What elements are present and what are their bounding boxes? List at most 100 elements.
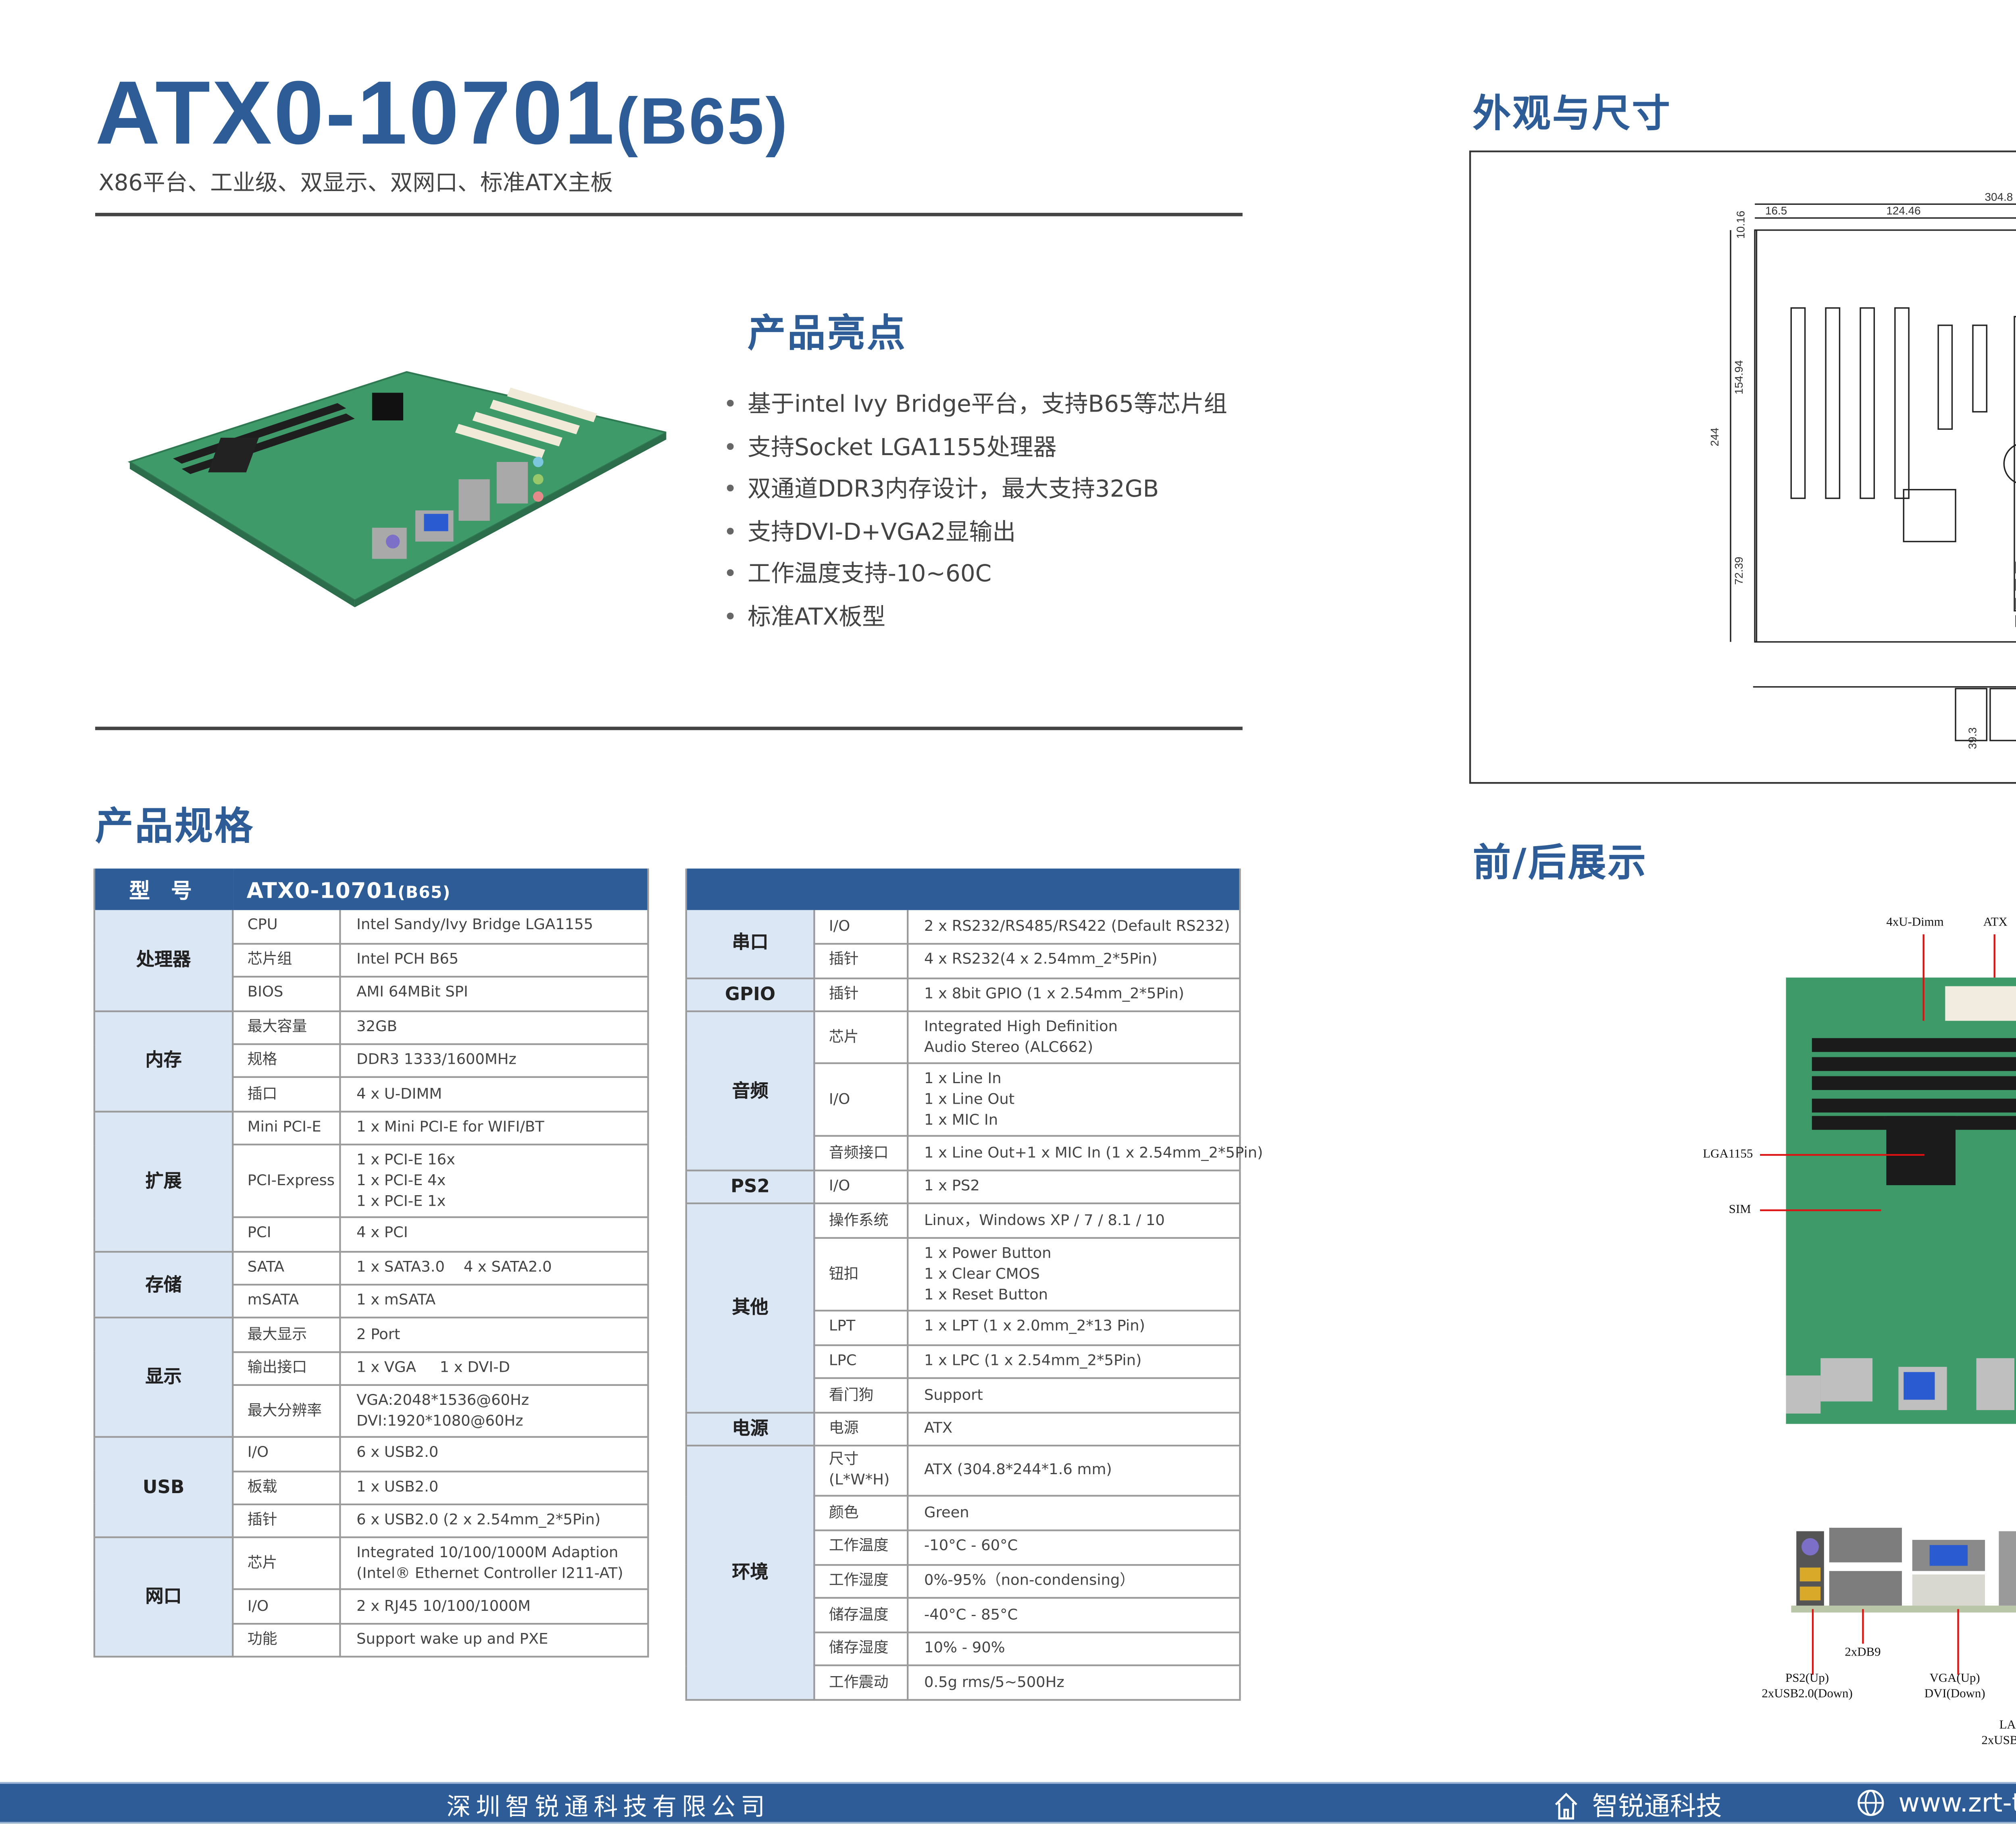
spec-key: 尺寸(L*W*H) xyxy=(814,1446,909,1498)
dimensions-title: 外观与尺寸 xyxy=(1472,93,1672,137)
spec-category: 内存 xyxy=(94,1011,234,1113)
callout-line-atx xyxy=(1993,934,1995,978)
specs-title: 产品规格 xyxy=(95,806,255,850)
footer-website[interactable]: www.zrt-tech.com xyxy=(1857,1787,2016,1818)
highlight-item: 支持Socket LGA1155处理器 xyxy=(723,426,1227,469)
spec-key: 储存温度 xyxy=(814,1598,909,1633)
dim-top-offset: 10.16 xyxy=(1734,211,1747,239)
callout-udimm: 4xU-Dimm xyxy=(1886,915,1944,929)
spec-row: 工作温度-10°C - 60°C xyxy=(686,1530,1240,1565)
spec-key: 储存湿度 xyxy=(814,1632,909,1667)
dim-total-width: 304.8 xyxy=(1985,191,2013,203)
header-divider xyxy=(95,212,1243,216)
spec-category: USB xyxy=(94,1437,234,1539)
spec-key: 规格 xyxy=(233,1044,341,1079)
spec-key: 音频接口 xyxy=(814,1136,909,1171)
spec-value: 0.5g rms/5~500Hz xyxy=(908,1666,1240,1701)
spec-key: 板载 xyxy=(233,1471,341,1506)
spec-key: 芯片 xyxy=(233,1538,341,1591)
spec-key: 芯片组 xyxy=(233,943,341,978)
spec-category: 显示 xyxy=(94,1318,234,1438)
highlight-item: 标准ATX板型 xyxy=(723,596,1227,639)
dim-height-total: 244 xyxy=(1708,428,1721,447)
callout-line-ps2 xyxy=(1812,1609,1814,1675)
spec-key: 最大分辨率 xyxy=(233,1385,341,1438)
spec-value: 1 x SATA3.0 4 x SATA2.0 xyxy=(340,1251,648,1286)
spec-key: LPC xyxy=(814,1344,909,1379)
spec-value: Intel Sandy/Ivy Bridge LGA1155 xyxy=(340,910,648,945)
spec-category: 音频 xyxy=(686,1011,815,1171)
spec-key: I/O xyxy=(233,1589,341,1625)
spec-value: 4 x RS232(4 x 2.54mm_2*5Pin) xyxy=(908,944,1240,979)
spec-key: 插口 xyxy=(233,1078,341,1113)
spec-key: PCI-Express xyxy=(233,1145,341,1219)
callout-line-db9 xyxy=(1862,1609,1864,1644)
spec-value: 6 x USB2.0 (2 x 2.54mm_2*5Pin) xyxy=(340,1504,648,1539)
spec-value: Intel PCH B65 xyxy=(340,943,648,978)
spec-key: 颜色 xyxy=(814,1496,909,1531)
spec-value: 1 x LPT (1 x 2.0mm_2*13 Pin) xyxy=(908,1311,1240,1346)
callout-lan1: LAN1(Up) 2xUSB2.0(Down) xyxy=(1981,1718,2016,1747)
dimension-drawing: 304.8 16.5 124.46 157.48 10.16 244 154.9… xyxy=(1708,191,2016,749)
spec-category: 存储 xyxy=(94,1251,234,1319)
spec-value: -40°C - 85°C xyxy=(908,1598,1240,1633)
spec-value: Linux，Windows XP / 7 / 8.1 / 10 xyxy=(908,1204,1240,1239)
spec-value: Integrated High Definition Audio Stereo … xyxy=(908,1011,1240,1065)
spec-key: 电源 xyxy=(814,1412,909,1448)
callout-line-lga1155 xyxy=(1760,1154,1924,1156)
spec-key: LPT xyxy=(814,1311,909,1346)
spec-key: SATA xyxy=(233,1251,341,1286)
spec-key: 插针 xyxy=(814,944,909,979)
spec-key: mSATA xyxy=(233,1284,341,1319)
product-model: ATX0-10701 xyxy=(95,64,616,164)
spec-value: 2 x RJ45 10/100/1000M xyxy=(340,1589,648,1625)
spec-key: I/O xyxy=(814,1063,909,1138)
footer-brand: 智锐通科技 xyxy=(1554,1787,1722,1824)
spec-value: 1 x mSATA xyxy=(340,1284,648,1319)
spec-key: 钮扣 xyxy=(814,1238,909,1312)
spec-key: PCI xyxy=(233,1217,341,1252)
spec-value: ATX (304.8*244*1.6 mm) xyxy=(908,1446,1240,1498)
spec-value: 1 x USB2.0 xyxy=(340,1471,648,1506)
dim-mid-span: 124.46 xyxy=(1886,204,1920,217)
spec-category: 扩展 xyxy=(94,1111,234,1252)
product-photo xyxy=(127,371,666,607)
board-front-photo xyxy=(1786,978,2016,1424)
callout-vga: VGA(Up) DVI(Down) xyxy=(1924,1671,1985,1700)
spec-value: AMI 64MBit SPI xyxy=(340,977,648,1012)
dim-rear-height: 39.3 xyxy=(1966,727,1979,749)
spec-value: 1 x 8bit GPIO (1 x 2.54mm_2*5Pin) xyxy=(908,978,1240,1013)
highlights-list: 基于intel Ivy Bridge平台，支持B65等芯片组 支持Socket … xyxy=(723,384,1227,639)
spec-key: 输出接口 xyxy=(233,1352,341,1386)
product-model-suffix: (B65) xyxy=(616,86,789,159)
spec-key: 工作湿度 xyxy=(814,1564,909,1599)
spec-key: 最大容量 xyxy=(233,1011,341,1045)
product-subtitle: X86平台、工业级、双显示、双网口、标准ATX主板 xyxy=(98,171,613,198)
spec-category: GPIO xyxy=(686,978,815,1013)
